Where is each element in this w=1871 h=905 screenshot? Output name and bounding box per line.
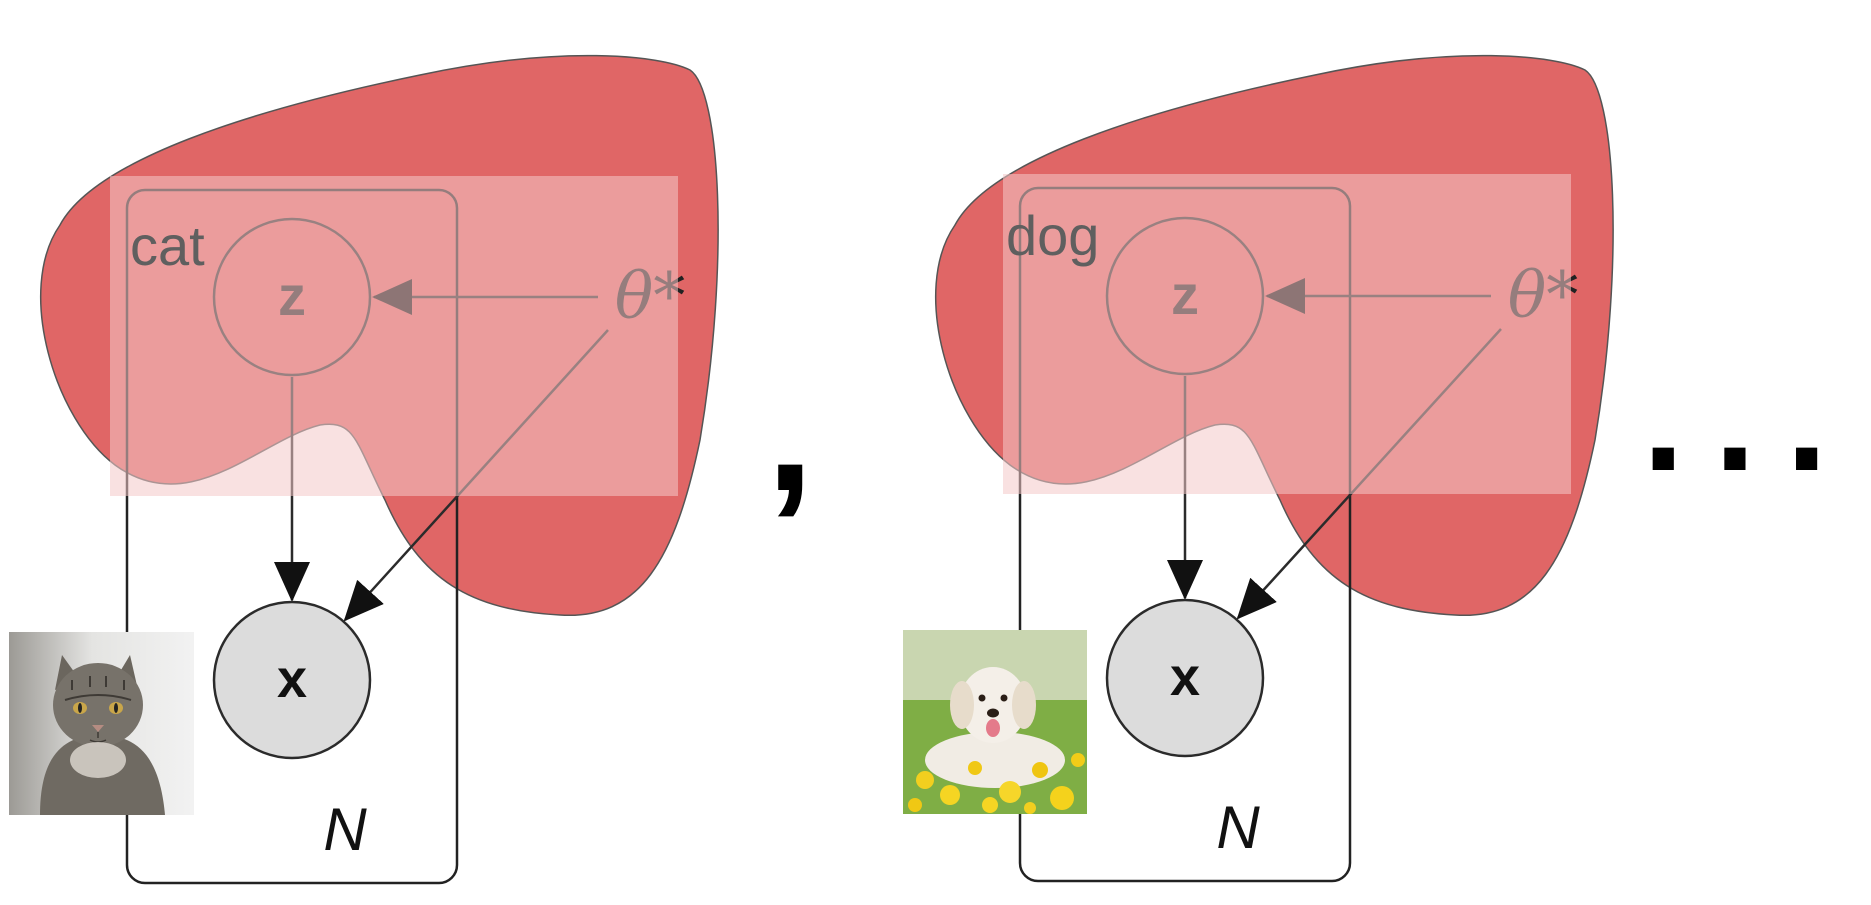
cat-photo: [9, 632, 194, 815]
highlight-overlay: [1003, 174, 1571, 494]
dog-photo: [903, 630, 1087, 814]
observed-node-x: [212, 600, 372, 760]
observed-node-label: x: [1170, 647, 1200, 707]
observed-node-label: x: [277, 649, 307, 709]
plate-count-label: N: [1216, 794, 1260, 861]
class-label: dog: [1006, 204, 1099, 267]
panel-dog: z θ* x N dog: [903, 54, 1614, 883]
highlight-overlay: [110, 176, 678, 496]
continuation-ellipsis: ...: [1642, 334, 1857, 502]
separator-comma: ,: [766, 337, 813, 527]
panel-cat: z θ* x N cat: [9, 54, 719, 885]
observed-node-x: [1105, 598, 1265, 758]
class-label: cat: [130, 214, 205, 277]
plate-count-label: N: [323, 796, 367, 863]
